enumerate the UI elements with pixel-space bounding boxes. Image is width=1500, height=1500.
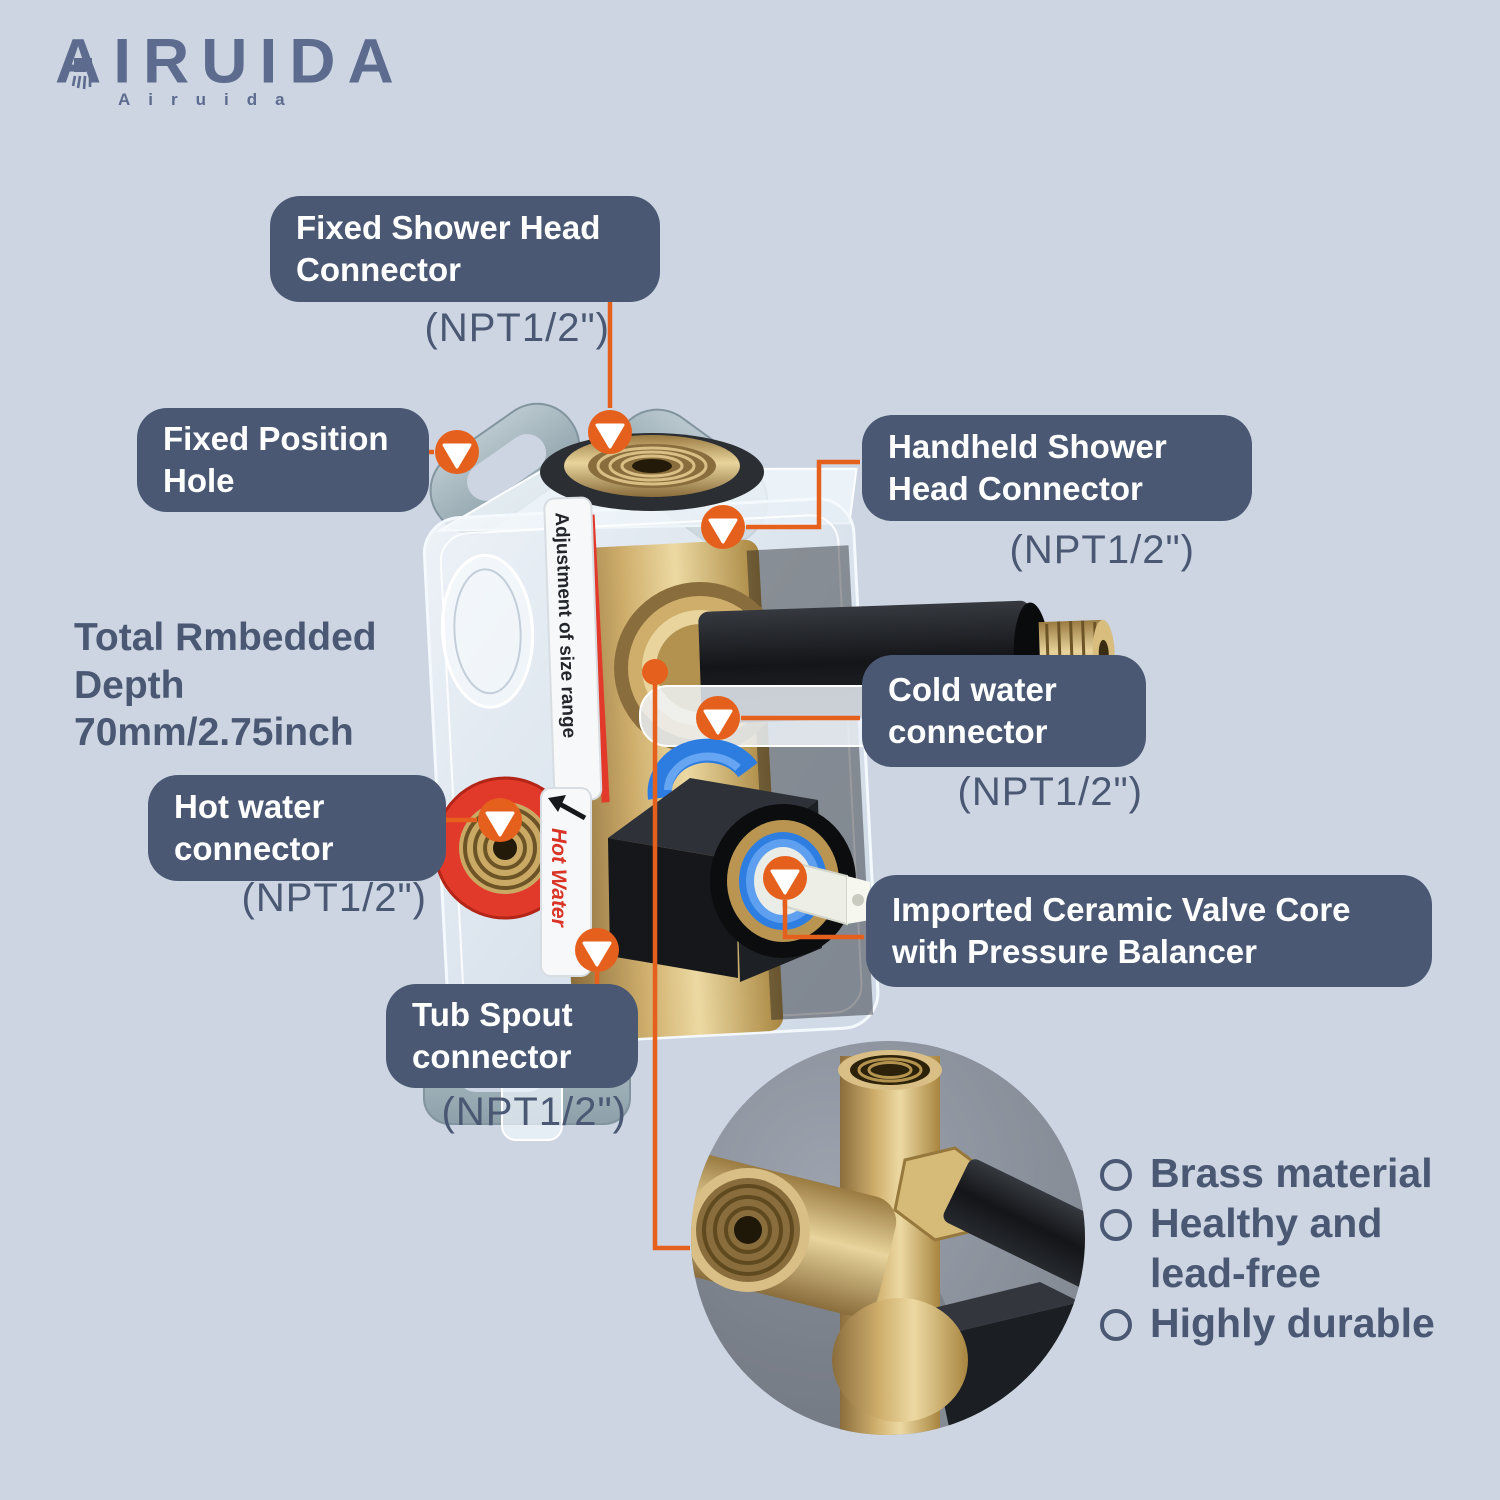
callout-tub-spout: Tub Spout connector — [386, 984, 638, 1088]
feature-item: Highly durable — [1100, 1298, 1480, 1348]
callout-label: Fixed Position Hole — [163, 419, 389, 499]
brand-logo-subtext: Airuida — [118, 90, 303, 109]
marker-fixed-position-hole — [435, 430, 479, 474]
callout-ceramic-valve: Imported Ceramic Valve Core with Pressur… — [866, 875, 1432, 987]
brass-body-zoom-detail — [691, 1041, 1085, 1435]
feature-text: Healthy and lead-free — [1150, 1200, 1383, 1296]
callout-markers — [435, 410, 807, 972]
marker-hot-water — [478, 798, 522, 842]
bullet-ring-icon — [1100, 1309, 1132, 1341]
shower-head-icon — [71, 58, 92, 90]
bullet-ring-icon — [1100, 1159, 1132, 1191]
marker-tub-spout — [575, 928, 619, 972]
callout-fixed-position-hole: Fixed Position Hole — [137, 408, 429, 512]
leader-lines — [412, 302, 864, 1251]
marker-ceramic-valve — [763, 856, 807, 900]
leader-dot — [642, 659, 668, 685]
spec-cold-water: (NPT1/2") — [957, 770, 1143, 814]
feature-text: Highly durable — [1150, 1300, 1435, 1346]
depth-note-line1: Total Rmbedded Depth — [74, 616, 377, 707]
spec-tub-spout: (NPT1/2") — [441, 1090, 627, 1134]
adjustment-label-strip: Adjustment of size range — [543, 496, 603, 802]
callout-fixed-shower-head: Fixed Shower Head Connector — [270, 196, 660, 302]
svg-text:Hot Water: Hot Water — [547, 828, 570, 929]
callout-label: Hot water connector — [174, 787, 334, 867]
marker-cold-water — [696, 696, 740, 740]
callout-label: Handheld Shower Head Connector — [888, 427, 1167, 507]
hot-water-label-strip: Hot Water — [540, 787, 592, 977]
callout-label: Imported Ceramic Valve Core with Pressur… — [892, 890, 1351, 970]
brand-logo: AIRUIDA — [55, 25, 406, 97]
depth-note-line2: 70mm/2.75inch — [74, 711, 354, 755]
callout-handheld-shower-head: Handheld Shower Head Connector — [862, 415, 1252, 521]
callout-cold-water: Cold water connector — [862, 655, 1146, 767]
marker-handheld-shower-head — [701, 505, 745, 549]
bullet-ring-icon — [1100, 1209, 1132, 1241]
spec-hot-water: (NPT1/2") — [241, 876, 427, 920]
callout-label: Fixed Shower Head Connector — [296, 208, 601, 288]
callout-hot-water: Hot water connector — [148, 775, 446, 881]
marker-fixed-shower-head — [588, 410, 632, 454]
depth-note: Total Rmbedded Depth 70mm/2.75inch — [74, 614, 494, 757]
blue-seal-ring — [647, 738, 758, 800]
feature-item: Brass material — [1100, 1148, 1480, 1198]
callout-label: Cold water connector — [888, 670, 1057, 750]
callout-label: Tub Spout connector — [412, 995, 573, 1075]
feature-list: Brass material Healthy and lead-free Hig… — [1100, 1148, 1480, 1348]
spec-fixed-shower-head: (NPT1/2") — [424, 306, 610, 350]
feature-text: Brass material — [1150, 1150, 1433, 1196]
spec-handheld-shower-head: (NPT1/2") — [1009, 528, 1195, 572]
feature-item: Healthy and lead-free — [1100, 1198, 1480, 1298]
